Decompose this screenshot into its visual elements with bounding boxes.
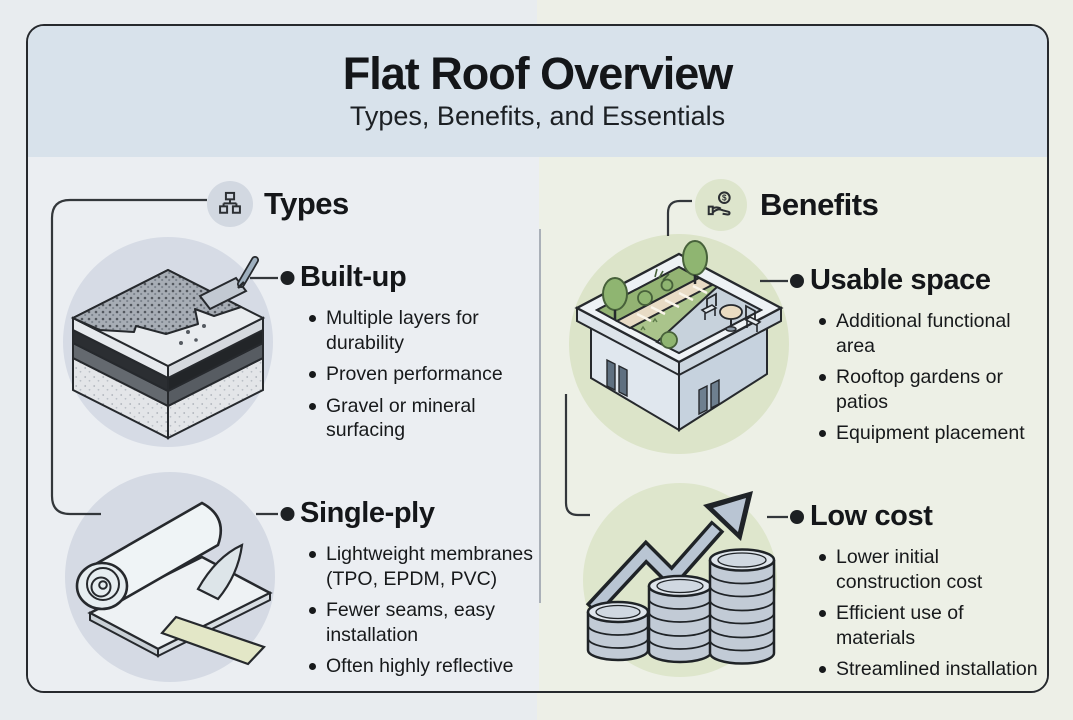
bullet-dot: [819, 666, 826, 673]
bullet-text: Often highly reflective: [326, 655, 514, 677]
item-title-usable-space: Usable space: [810, 264, 991, 296]
bullet-item: Lightweight membranes (TPO, EPDM, PVC): [309, 542, 542, 591]
bullet-text: Lower initial construction cost: [836, 546, 983, 593]
hierarchy-icon: [207, 181, 253, 227]
bullet-text: Equipment placement: [836, 422, 1025, 444]
bullet-item: Often highly reflective: [309, 654, 542, 679]
header: Flat Roof Overview Types, Benefits, and …: [28, 26, 1047, 157]
bullet-item: Equipment placement: [819, 421, 1047, 446]
bullet-item: Additional functional area: [819, 309, 1047, 358]
item-title-single-ply: Single-ply: [300, 497, 435, 529]
bullet-dot: [819, 554, 826, 561]
bullet-dot: [819, 430, 826, 437]
page-subtitle: Types, Benefits, and Essentials: [349, 101, 726, 131]
bullet-text: Streamlined installation: [836, 658, 1038, 680]
bullet-item: Efficient use of materials: [819, 601, 1047, 650]
built-up-bullets: Multiple layers for durability Proven pe…: [309, 306, 542, 443]
column-divider: [539, 229, 541, 603]
bullet-item: Fewer seams, easy installation: [309, 598, 542, 647]
bullet-item: Multiple layers for durability: [309, 306, 542, 355]
single-ply-bullets: Lightweight membranes (TPO, EPDM, PVC) F…: [309, 542, 542, 679]
bullet-item: Streamlined installation: [819, 657, 1047, 682]
coins-growth-illustration: [583, 483, 777, 677]
benefits-section-header: $ Benefits: [695, 179, 879, 231]
infographic-card: Flat Roof Overview Types, Benefits, and …: [26, 24, 1049, 693]
built-up-item: Built-up Multiple layers for durability …: [300, 257, 542, 443]
low-cost-bullets: Lower initial construction cost Efficien…: [819, 545, 1047, 682]
bullet-dot: [819, 318, 826, 325]
usable-space-item: Usable space Additional functional area …: [810, 260, 1047, 446]
bullet-dot: [309, 402, 316, 410]
bullet-dot: [819, 374, 826, 381]
bullet-dot: [309, 551, 316, 558]
item-title-low-cost: Low cost: [810, 500, 933, 532]
hand-coin-icon: $: [695, 179, 747, 231]
page-title: Flat Roof Overview: [342, 48, 734, 99]
bullet-dot: [819, 610, 826, 617]
bullet-dot: [309, 607, 316, 614]
bullet-text: Proven performance: [326, 363, 503, 385]
bullet-text: Multiple layers for durability: [326, 307, 479, 354]
built-up-roof-illustration: [63, 237, 273, 447]
bullet-item: Proven performance: [309, 362, 542, 387]
bullet-text: Additional functional area: [836, 310, 1011, 357]
bullet-text: Rooftop gardens or patios: [836, 366, 1003, 413]
bullet-item: Rooftop gardens or patios: [819, 365, 1047, 414]
single-ply-item: Single-ply Lightweight membranes (TPO, E…: [300, 493, 542, 679]
svg-text:$: $: [722, 193, 727, 202]
rooftop-garden-illustration: [569, 234, 789, 454]
usable-space-bullets: Additional functional area Rooftop garde…: [819, 309, 1047, 446]
types-section-header: Types: [207, 181, 349, 227]
bullet-dot: [309, 371, 316, 378]
benefits-label: Benefits: [760, 187, 879, 222]
bullet-text: Gravel or mineral surfacing: [326, 394, 476, 442]
single-ply-membrane-illustration: [65, 472, 275, 682]
bullet-text: Efficient use of materials: [836, 602, 964, 649]
types-label: Types: [264, 186, 349, 221]
bullet-text: Lightweight membranes (TPO, EPDM, PVC): [326, 543, 534, 590]
bullet-text: Fewer seams, easy installation: [326, 599, 496, 646]
item-title-built-up: Built-up: [300, 261, 407, 293]
low-cost-item: Low cost Lower initial construction cost…: [810, 496, 1047, 682]
bullet-item: Lower initial construction cost: [819, 545, 1047, 594]
bullet-dot: [309, 663, 316, 670]
bullet-dot: [309, 315, 316, 322]
bullet-item: Gravel or mineral surfacing: [309, 394, 542, 443]
